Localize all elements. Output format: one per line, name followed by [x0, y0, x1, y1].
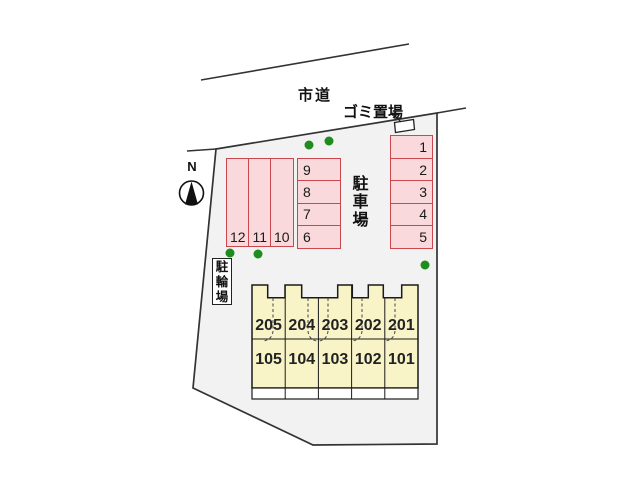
- building-unit-dividers: [252, 285, 418, 399]
- parking-space-9: 9: [297, 158, 341, 182]
- room-105: 105: [255, 350, 282, 368]
- room-104: 104: [288, 350, 316, 368]
- tree-dots: [225, 136, 430, 270]
- parking-lot-label: 駐車場: [352, 176, 369, 229]
- room-205: 205: [255, 317, 282, 334]
- parking-space-8: 8: [297, 180, 341, 205]
- parking-space-7: 7: [297, 202, 341, 227]
- boundary-stub-left: [186, 148, 217, 152]
- tree-icon: [304, 140, 314, 150]
- tree-icon: [420, 260, 430, 270]
- parking-space-5: 5: [390, 224, 433, 249]
- compass-north-label: N: [187, 159, 197, 174]
- stair-dashed-lines: [262, 298, 396, 342]
- tree-icon: [324, 136, 334, 146]
- garbage-box-icon: [393, 118, 416, 134]
- boundary-extension-right: [436, 107, 467, 114]
- building-balcony-strip: [251, 387, 419, 400]
- room-201: 201: [388, 317, 415, 334]
- parking-space-4: 4: [390, 202, 433, 227]
- tree-icon: [225, 248, 235, 258]
- garbage-pointer-icon: [393, 113, 402, 123]
- road-label: 市道: [298, 87, 333, 104]
- garbage-area-label: ゴミ置場: [343, 104, 404, 121]
- north-compass-icon: [178, 180, 205, 206]
- road-edge-line: [200, 43, 410, 81]
- room-202: 202: [354, 317, 382, 334]
- parking-space-2: 2: [390, 157, 433, 182]
- parking-space-1: 1: [390, 135, 433, 160]
- parking-space-12: 12: [226, 158, 250, 247]
- room-203: 203: [321, 317, 349, 334]
- parking-space-6: 6: [297, 224, 341, 249]
- parking-space-3: 3: [390, 180, 433, 204]
- bicycle-parking-label: 駐輪場: [215, 259, 229, 304]
- parking-space-10: 10: [270, 158, 294, 247]
- parking-space-11: 11: [248, 158, 272, 247]
- room-103: 103: [321, 350, 349, 368]
- room-102: 102: [354, 350, 382, 368]
- room-101: 101: [388, 350, 415, 368]
- tree-icon: [253, 249, 263, 259]
- bicycle-parking-box: 駐輪場: [212, 258, 232, 305]
- room-204: 204: [288, 317, 316, 334]
